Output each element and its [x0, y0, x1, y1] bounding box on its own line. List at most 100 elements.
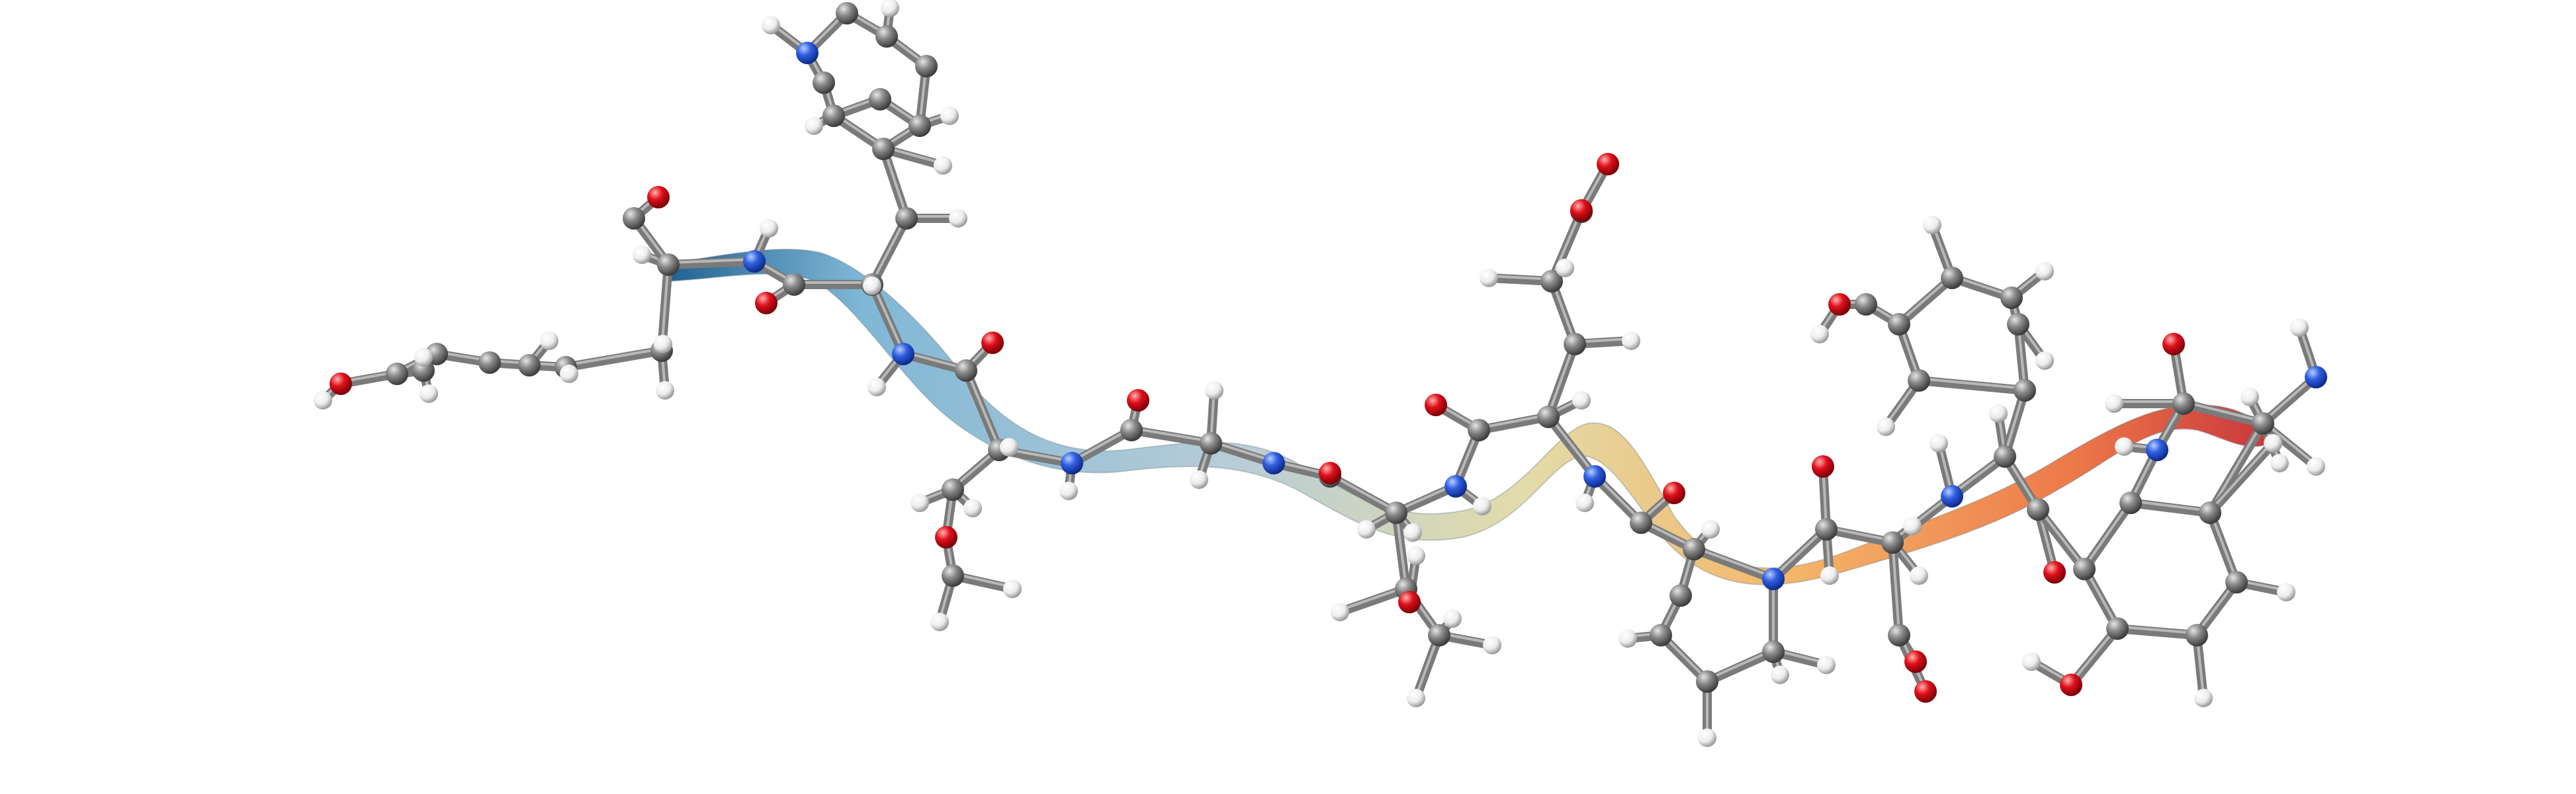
- hydrogen-atom: [1810, 325, 1829, 343]
- carbon-atom: [875, 25, 898, 48]
- carbon-atom: [478, 351, 501, 374]
- carbon-atom: [1120, 419, 1143, 441]
- bond: [1894, 273, 1957, 329]
- hydrogen-atom: [1357, 520, 1376, 539]
- hydrogen-atom: [1622, 331, 1640, 350]
- bond: [1474, 412, 1553, 435]
- carbon-atom: [623, 207, 645, 230]
- hydrogen-atom: [1000, 438, 1018, 457]
- hydrogen-atom: [1443, 609, 1462, 628]
- hydrogen-atom: [2194, 689, 2213, 707]
- carbon-atom: [2007, 313, 2029, 335]
- carbon-atom: [2252, 412, 2274, 435]
- carbon-atom: [895, 207, 918, 230]
- bond: [664, 257, 759, 269]
- bond: [1335, 584, 1411, 617]
- hydrogen-atom: [1572, 391, 1591, 410]
- carbon-atom: [1941, 267, 1963, 289]
- oxygen-atom: [2060, 674, 2082, 696]
- atom-layer: [314, 0, 2327, 747]
- oxygen-atom: [1570, 199, 1593, 222]
- carbon-atom: [2186, 624, 2208, 646]
- bond: [2205, 439, 2278, 517]
- carbon-atom: [1888, 313, 1910, 335]
- hydrogen-atom: [1877, 418, 1895, 436]
- nitrogen-atom: [1762, 568, 1785, 590]
- nitrogen-atom: [2146, 439, 2168, 461]
- carbon-atom: [2225, 571, 2248, 594]
- hydrogen-atom: [1923, 216, 1941, 234]
- carbon-atom: [942, 564, 964, 587]
- hydrogen-atom: [633, 245, 651, 264]
- carbon-atom: [822, 105, 845, 127]
- carbon-atom: [1855, 293, 1877, 316]
- carbon-atom: [1888, 624, 1910, 646]
- hydrogen-atom: [1771, 666, 1789, 684]
- carbon-atom: [1428, 624, 1450, 646]
- bond-highlight: [1130, 427, 1212, 443]
- oxygen-atom: [1398, 591, 1421, 613]
- hydrogen-atom: [940, 107, 959, 125]
- hydrogen-atom: [805, 116, 823, 135]
- carbon-atom: [412, 359, 435, 382]
- bond-highlight: [2209, 440, 2274, 512]
- hydrogen-atom: [2035, 351, 2054, 370]
- nitrogen-atom: [1583, 465, 1606, 488]
- carbon-atom: [1762, 640, 1785, 663]
- bond: [561, 346, 666, 372]
- bond-highlight: [965, 367, 1000, 449]
- hydrogen-atom: [1556, 259, 1574, 277]
- hydrogen-atom: [1331, 603, 1349, 621]
- carbon-atom: [1385, 502, 1407, 524]
- bond-highlight: [1918, 377, 2026, 390]
- carbon-atom: [1630, 511, 1652, 534]
- hydrogen-atom: [1930, 434, 1948, 453]
- hydrogen-atom: [1059, 482, 1078, 500]
- bond: [1703, 647, 1778, 686]
- bond-highlight: [660, 261, 670, 350]
- hydrogen-atom: [420, 384, 438, 403]
- carbon-atom: [2000, 287, 2023, 309]
- hydrogen-atom: [760, 219, 778, 238]
- carbon-atom: [1200, 432, 1222, 455]
- oxygen-atom: [330, 373, 352, 395]
- hydrogen-atom: [1910, 566, 1928, 585]
- hydrogen-atom: [963, 499, 982, 517]
- hydrogen-atom: [1903, 517, 1922, 535]
- oxygen-atom: [1812, 455, 1834, 478]
- oxygen-atom: [1319, 462, 1341, 484]
- hydrogen-atom: [1403, 523, 1422, 542]
- nitrogen-atom: [1061, 452, 1083, 474]
- hydrogen-atom: [2115, 437, 2133, 456]
- hydrogen-atom: [414, 348, 433, 367]
- hydrogen-atom: [1407, 689, 1425, 707]
- hydrogen-atom: [2307, 457, 2325, 476]
- bond: [1888, 492, 1957, 547]
- hydrogen-atom: [910, 494, 929, 512]
- carbon-atom: [1696, 670, 1718, 693]
- hydrogen-atom: [1698, 728, 1716, 747]
- oxygen-atom: [1127, 389, 1149, 412]
- nitrogen-atom: [2305, 366, 2327, 388]
- bond-highlight: [2209, 420, 2264, 512]
- bond: [1325, 472, 1401, 517]
- carbon-atom: [783, 273, 805, 296]
- bond-highlight: [564, 347, 663, 367]
- nitrogen-atom: [892, 343, 914, 365]
- oxygen-atom: [1828, 293, 1851, 316]
- bond-highlight: [1891, 493, 1953, 542]
- carbon-atom: [2073, 558, 2096, 580]
- hydrogen-atom: [314, 391, 332, 410]
- hydrogen-atom: [1619, 629, 1637, 648]
- hydrogen-atom: [2264, 434, 2282, 453]
- hydrogen-atom: [656, 381, 674, 400]
- hydrogen-atom: [1820, 566, 1839, 585]
- carbon-atom: [1669, 584, 1692, 607]
- bond: [1769, 525, 1831, 584]
- hydrogen-atom: [762, 16, 780, 34]
- carbon-atom: [2014, 379, 2036, 402]
- oxygen-atom: [981, 331, 1004, 354]
- bond-highlight: [667, 258, 756, 264]
- oxygen-atom: [1425, 394, 1447, 416]
- bond: [1689, 545, 1778, 584]
